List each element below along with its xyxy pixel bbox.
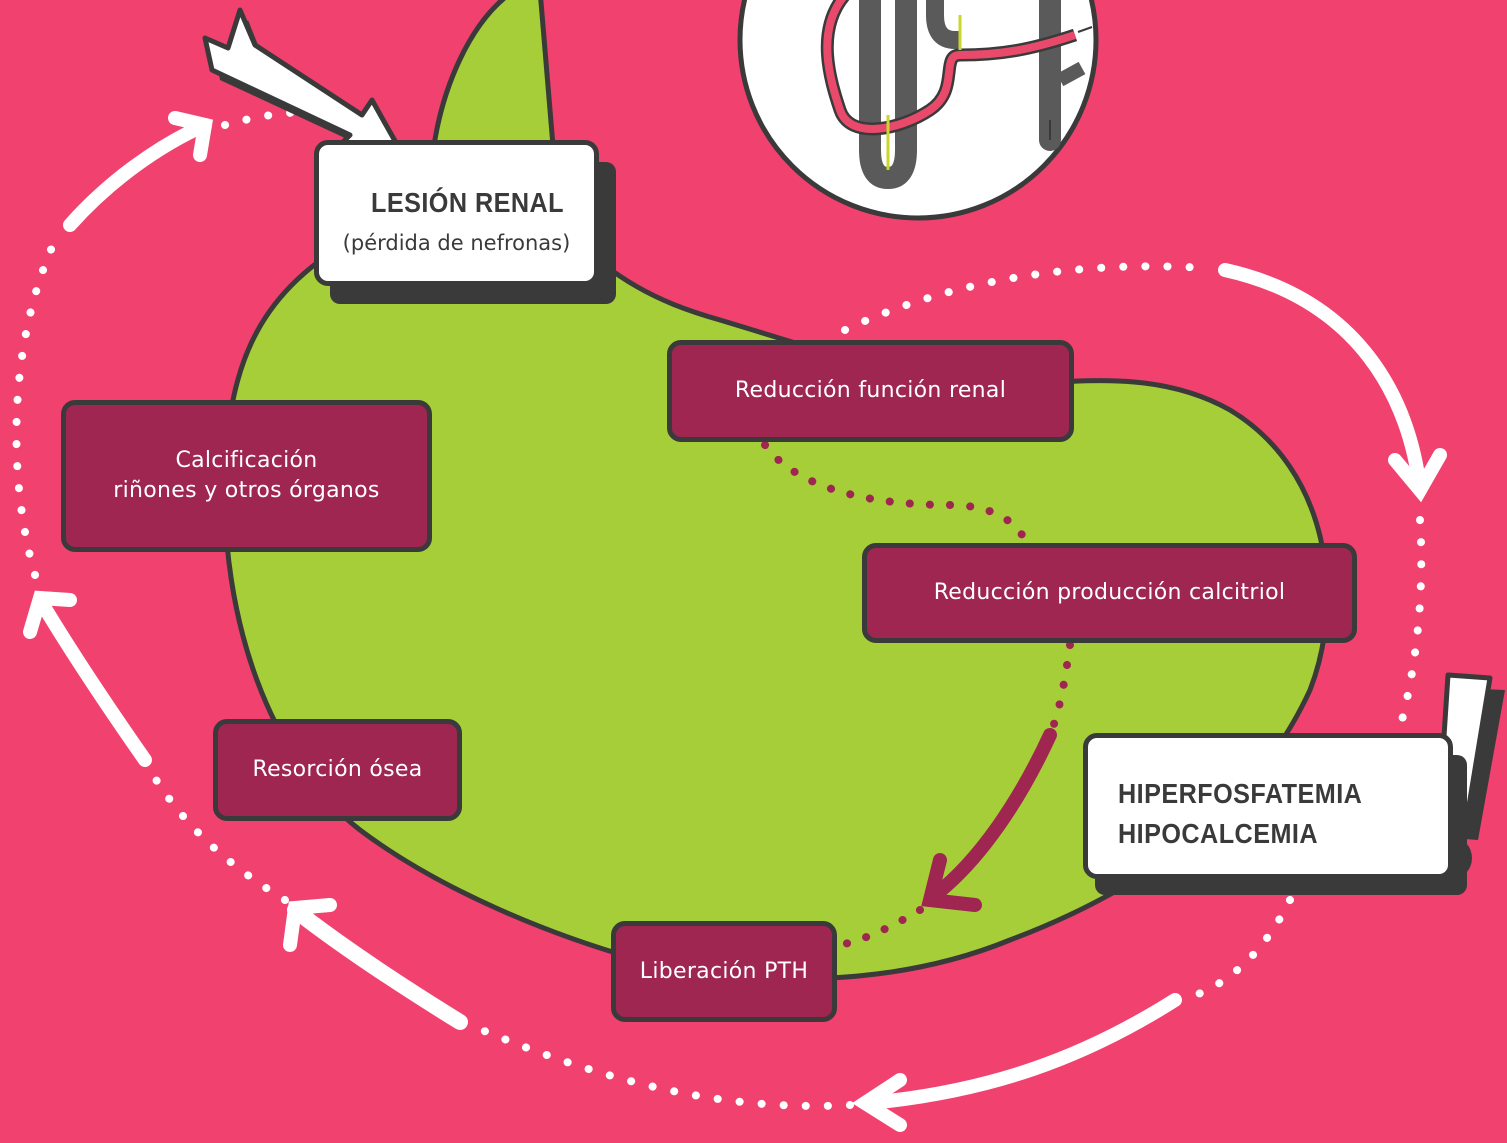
step-liberacion-pth: Liberación PTH [611,921,837,1022]
step-calcificacion-line2: riñones y otros órganos [113,478,380,503]
step-reduccion-funcion: Reducción función renal [667,340,1074,442]
lesion-callout: LESIÓN RENAL (pérdida de nefronas) [314,140,599,286]
lesion-title: LESIÓN RENAL [371,187,565,218]
inner-chain-path [761,441,1074,949]
step-calcificacion: Calcificación riñones y otros órganos [61,400,432,552]
step-reduccion-funcion-label: Reducción función renal [734,378,1007,404]
alert-line2: HIPOCALCEMIA [1118,818,1319,849]
step-liberacion-pth-label: Liberación PTH [639,958,809,984]
step-reduccion-calcitriol: Reducción producción calcitriol [862,543,1357,643]
step-calcificacion-line1: Calcificación [175,448,318,474]
step-resorcion-osea-label: Resorción ósea [252,757,423,783]
step-reduccion-calcitriol-label: Reducción producción calcitriol [933,580,1286,606]
alert-callout: HIPERFOSFATEMIA HIPOCALCEMIA [1083,733,1453,879]
step-resorcion-osea: Resorción ósea [213,719,462,821]
nephron-icon [737,0,1099,221]
outer-cycle-path [12,108,1447,1132]
alert-line1: HIPERFOSFATEMIA [1118,778,1363,809]
lesion-subtitle: (pérdida de nefronas) [342,231,571,255]
